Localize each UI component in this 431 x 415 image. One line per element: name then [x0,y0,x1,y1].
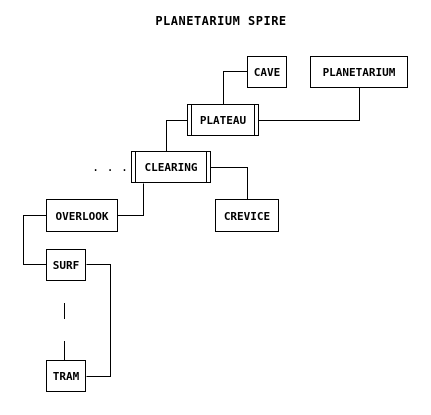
connector-overlook-surf [23,215,47,265]
room-tram[interactable]: TRAM [46,360,86,392]
room-overlook-label: OVERLOOK [56,210,109,223]
connector-clearing-crevice [209,167,248,200]
room-clearing-label: CLEARING [145,161,198,174]
connector-cave-plateau [223,71,248,105]
room-cave[interactable]: CAVE [247,56,287,88]
room-planetarium-label: PLANETARIUM [323,66,396,79]
connector-planetarium-plateau [256,87,360,121]
room-surf-label: SURF [53,259,80,272]
room-plateau-label: PLATEAU [200,114,247,127]
room-cave-label: CAVE [254,66,281,79]
connector-clearing-overlook [117,183,144,216]
room-crevice-label: CREVICE [224,210,270,223]
room-clearing[interactable]: CLEARING [131,151,211,183]
connector-surf-tram [86,264,111,377]
connector-plateau-clearing [166,120,190,152]
map-title: PLANETARIUM SPIRE [155,14,286,28]
continuation-marker: . . . [92,160,128,174]
room-tram-label: TRAM [53,370,80,383]
room-crevice[interactable]: CREVICE [215,199,279,232]
room-overlook[interactable]: OVERLOOK [46,199,118,232]
room-planetarium[interactable]: PLANETARIUM [310,56,408,88]
room-plateau[interactable]: PLATEAU [187,104,259,136]
connectors [23,71,360,377]
room-surf[interactable]: SURF [46,249,86,281]
